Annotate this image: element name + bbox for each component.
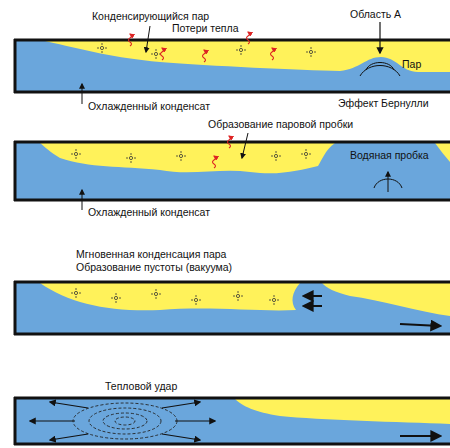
- pipe-panel-2: [14, 133, 450, 210]
- text-label: Охлажденный конденсат: [88, 206, 210, 219]
- text-label: Пар: [402, 58, 421, 71]
- text-label: Область А: [350, 8, 401, 21]
- text-label: Мгновенная конденсация пара Образование …: [76, 248, 251, 274]
- text-label: Потери тепла: [172, 22, 239, 35]
- text-label: Конденсирующийся пар: [92, 10, 209, 23]
- pipe-panel-4: [14, 397, 450, 445]
- pipe-panel-1: [14, 22, 450, 104]
- pipe-panel-3: [14, 281, 450, 335]
- text-label: Эффект Бернулли: [338, 97, 429, 110]
- text-label: Охлажденный конденсат: [88, 100, 210, 113]
- text-label: Тепловой удар: [105, 380, 177, 393]
- text-label: Образование паровой пробки: [208, 118, 353, 131]
- text-label: Водяная пробка: [350, 149, 429, 162]
